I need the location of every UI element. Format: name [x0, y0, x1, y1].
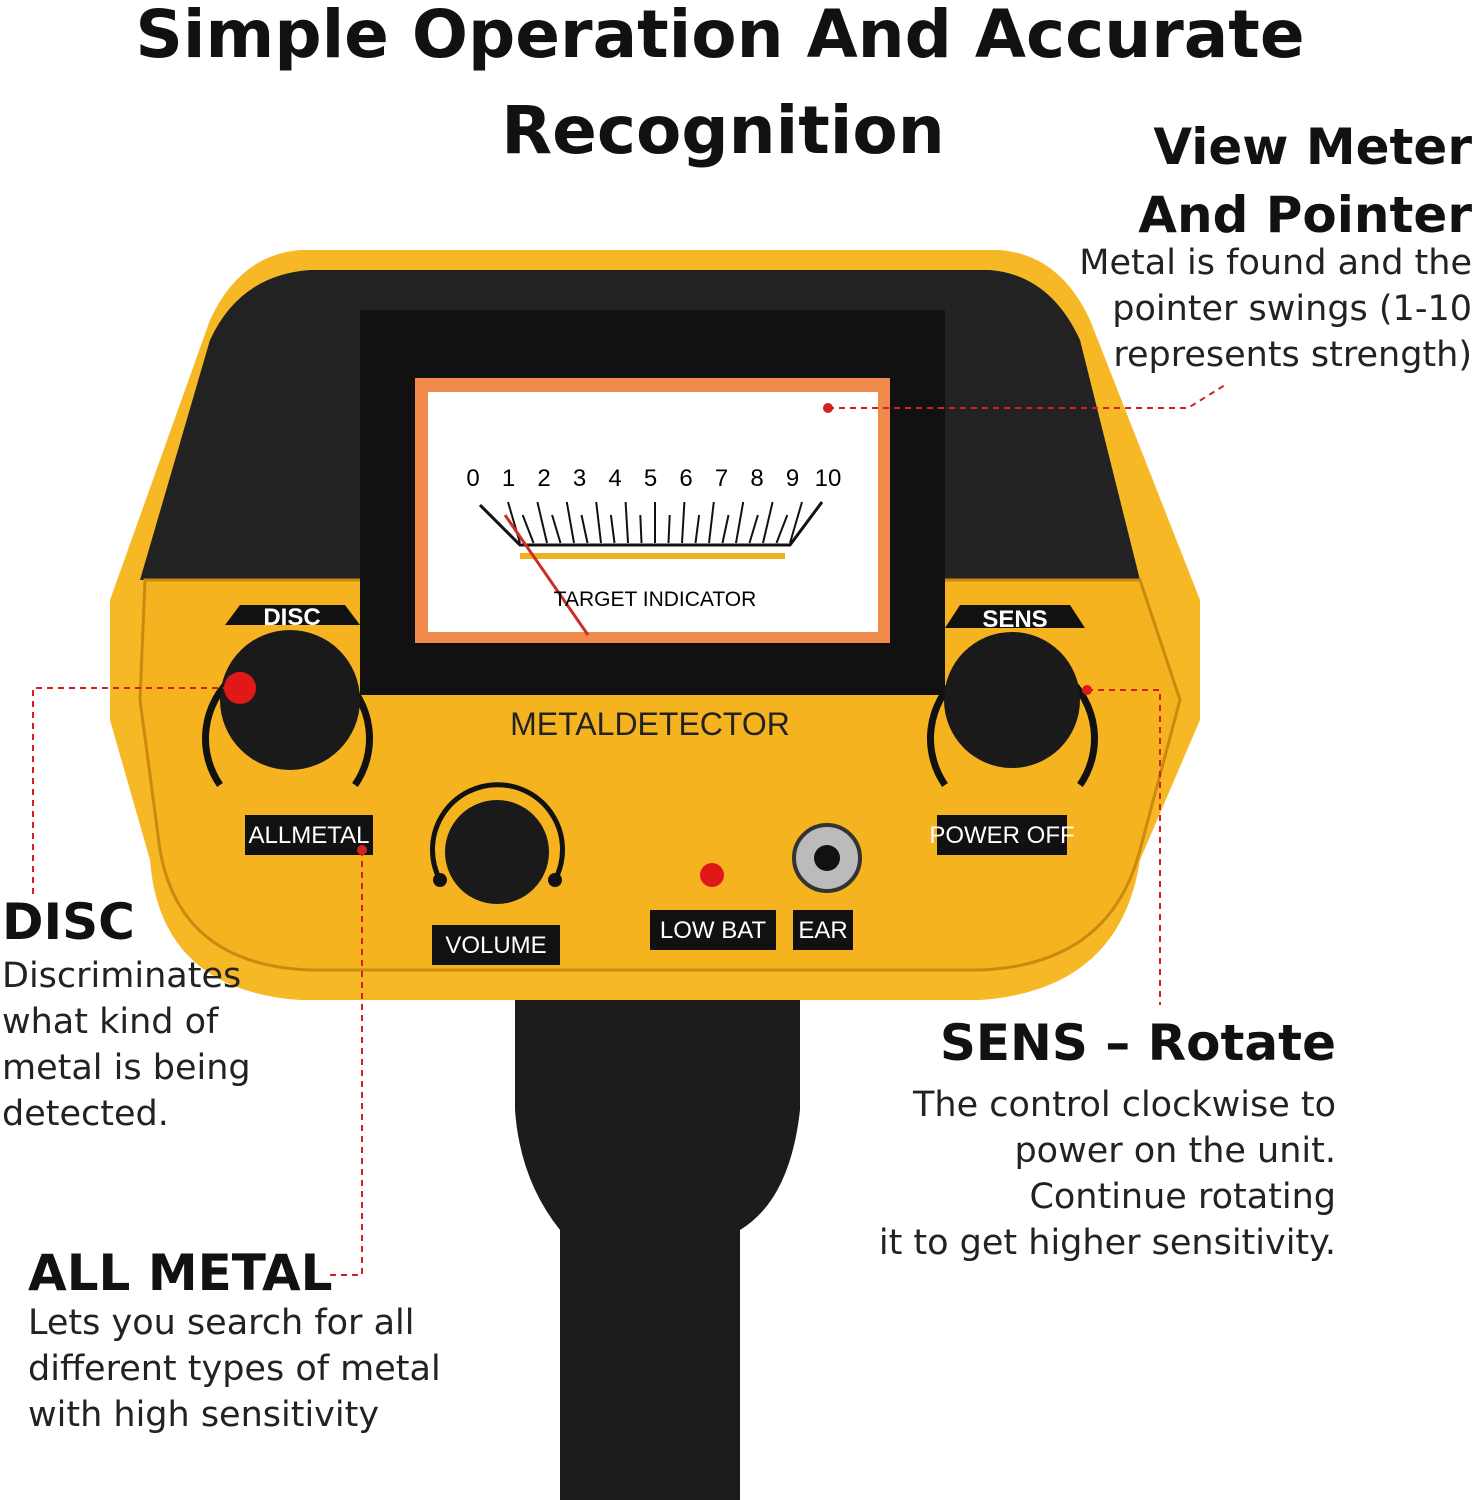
disc-callout: DISC Discriminates what kind of metal is… — [2, 897, 251, 1137]
handle — [515, 990, 800, 1500]
meter-scale-number: 2 — [537, 465, 550, 492]
allmetal-callout-desc: with high sensitivity — [28, 1395, 380, 1435]
meter-tick — [595, 501, 602, 544]
title-line-1: Simple Operation And Accurate — [135, 0, 1305, 73]
allmetal-callout-desc: different types of metal — [28, 1349, 441, 1389]
meter-tick — [624, 501, 629, 544]
meter-tick — [580, 514, 589, 544]
meter-face — [428, 392, 878, 632]
meter-scale-number: 3 — [573, 465, 586, 492]
meter-label: TARGET INDICATOR — [554, 588, 757, 611]
poweroff-label: POWER OFF — [929, 822, 1074, 849]
disc-callout-desc: Discriminates — [2, 956, 242, 996]
disc-knob-label: DISC — [263, 604, 320, 631]
meter-callout-heading-1: View Meter — [1153, 118, 1472, 176]
low-battery-led — [700, 863, 724, 887]
disc-callout-desc: what kind of — [2, 1002, 219, 1042]
meter-tick — [681, 501, 686, 544]
allmetal-label: ALLMETAL — [249, 822, 370, 849]
sens-callout-heading: SENS – Rotate — [939, 1014, 1336, 1072]
sens-callout-desc: power on the unit. — [1014, 1131, 1336, 1171]
sens-callout-desc: The control clockwise to — [913, 1085, 1336, 1125]
meter-scale-number: 9 — [786, 465, 799, 492]
meter-tick — [694, 514, 701, 544]
sens-knob[interactable] — [944, 632, 1080, 768]
sens-knob-label: SENS — [982, 606, 1047, 633]
meter-scale-number: 5 — [644, 465, 657, 492]
meter-tick — [521, 514, 535, 544]
meter-tick — [609, 514, 616, 544]
meter-tick — [735, 501, 745, 544]
meter-callout-desc: Metal is found and the — [1079, 243, 1472, 283]
disc-callout-desc: metal is being — [2, 1048, 251, 1088]
allmetal-callout: ALL METAL Lets you search for all differ… — [28, 1248, 441, 1438]
volume-label: VOLUME — [445, 932, 546, 959]
meter-pointer — [503, 514, 590, 636]
meter-tick — [536, 501, 548, 544]
sens-callout-desc: it to get higher sensitivity. — [878, 1223, 1336, 1263]
meter-scale-number: 4 — [608, 465, 621, 492]
disc-callout-heading: DISC — [2, 893, 135, 951]
meter-callout: View Meter And Pointer Metal is found an… — [1079, 122, 1472, 378]
sens-callout-desc: Continue rotating — [1029, 1177, 1336, 1217]
meter-callout-desc: pointer swings (1-10 — [1112, 289, 1472, 329]
disc-callout-desc: detected. — [2, 1094, 169, 1134]
meter-tick — [721, 514, 730, 544]
meter-arc — [478, 501, 824, 547]
callout-lines — [32, 384, 1226, 1276]
allmetal-callout-desc: Lets you search for all — [28, 1303, 415, 1343]
volume-knob[interactable] — [445, 800, 549, 904]
lowbat-label: LOW BAT — [660, 917, 767, 944]
meter-tick — [667, 514, 671, 544]
brand-label: METALDETECTOR — [510, 706, 790, 742]
meter-tick — [639, 514, 643, 544]
sens-callout: SENS – Rotate The control clockwise to p… — [879, 1018, 1336, 1266]
meter-bar — [520, 553, 785, 559]
meter-tick — [762, 501, 774, 544]
meter-callout-desc: represents strength) — [1113, 335, 1472, 375]
meter-tick — [775, 514, 789, 544]
meter-scale-number: 6 — [679, 465, 692, 492]
meter-scale-number: 10 — [815, 465, 842, 492]
title-line-2: Recognition — [501, 92, 945, 169]
allmetal-callout-heading: ALL METAL — [28, 1244, 333, 1302]
meter-scale-number: 0 — [466, 465, 479, 492]
disc-knob[interactable] — [220, 630, 360, 770]
meter-tick — [748, 514, 759, 544]
meter-scale-number: 7 — [715, 465, 728, 492]
meter-scale-number: 1 — [502, 465, 515, 492]
meter-tick — [565, 501, 575, 544]
meter-callout-heading-2: And Pointer — [1138, 186, 1472, 244]
meter-tick — [708, 501, 715, 544]
meter-scale-number: 8 — [750, 465, 763, 492]
meter-tick — [789, 501, 803, 544]
meter-tick — [551, 514, 562, 544]
ear-label: EAR — [798, 917, 847, 944]
